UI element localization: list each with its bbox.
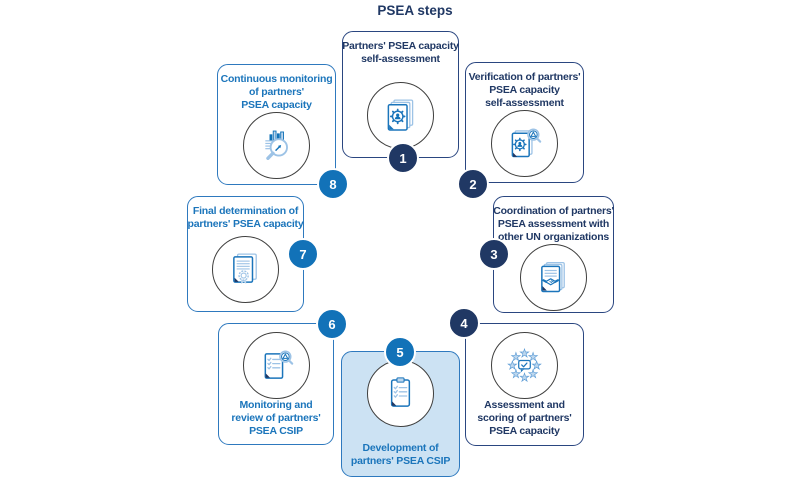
document-gear-magnifier-icon <box>511 128 542 158</box>
step-4-badge: 4 <box>448 307 480 339</box>
step-6-badge: 6 <box>316 308 348 340</box>
step-1-icon-circle <box>367 82 434 149</box>
checklist-magnifier-icon <box>264 350 293 379</box>
step-3-label: Coordination of partners' PSEA assessmen… <box>493 205 614 243</box>
step-8-card: Continuous monitoring of partners' PSEA … <box>217 64 336 185</box>
certificate-ribbon-icon <box>233 253 257 284</box>
stars-checkmark-icon <box>507 348 542 382</box>
step-1-badge: 1 <box>387 142 419 174</box>
step-2-icon-circle <box>491 110 558 177</box>
chart-magnifier-icon <box>265 130 288 160</box>
documents-gear-person-icon <box>387 99 414 131</box>
step-6-card: Monitoring and review of partners' PSEA … <box>218 323 334 445</box>
step-6-icon-circle <box>242 332 310 399</box>
step-5-icon-circle <box>367 360 434 427</box>
step-2-card: Verification of partners' PSEA capacity … <box>465 62 584 183</box>
step-4-icon-circle <box>491 332 558 399</box>
step-8-badge: 8 <box>317 168 349 200</box>
step-4-label: Assessment and scoring of partners' PSEA… <box>477 399 572 437</box>
step-1-label: Partners' PSEA capacity self-assessment <box>342 40 459 65</box>
step-3-badge: 3 <box>478 238 510 270</box>
diagram-title: PSEA steps <box>377 3 453 18</box>
clipboard-checklist-icon <box>390 377 411 407</box>
step-7-label: Final determination of partners' PSEA ca… <box>187 205 304 230</box>
step-5-card: Development of partners' PSEA CSIP <box>341 351 460 477</box>
step-8-label: Continuous monitoring of partners' PSEA … <box>220 73 333 111</box>
step-7-badge: 7 <box>287 238 319 270</box>
step-2-badge: 2 <box>457 168 489 200</box>
step-2-label: Verification of partners' PSEA capacity … <box>468 71 581 109</box>
document-handshake-icon <box>541 261 565 293</box>
step-5-label: Development of partners' PSEA CSIP <box>350 442 451 467</box>
step-8-icon-circle <box>243 112 310 179</box>
step-4-card: Assessment and scoring of partners' PSEA… <box>465 323 584 446</box>
step-5-badge: 5 <box>384 336 416 368</box>
step-3-card: Coordination of partners' PSEA assessmen… <box>493 196 614 313</box>
step-3-icon-circle <box>520 244 587 311</box>
step-7-card: Final determination of partners' PSEA ca… <box>187 196 304 312</box>
step-1-card: Partners' PSEA capacity self-assessment <box>342 31 459 158</box>
step-7-icon-circle <box>212 236 279 303</box>
step-6-label: Monitoring and review of partners' PSEA … <box>231 399 321 437</box>
